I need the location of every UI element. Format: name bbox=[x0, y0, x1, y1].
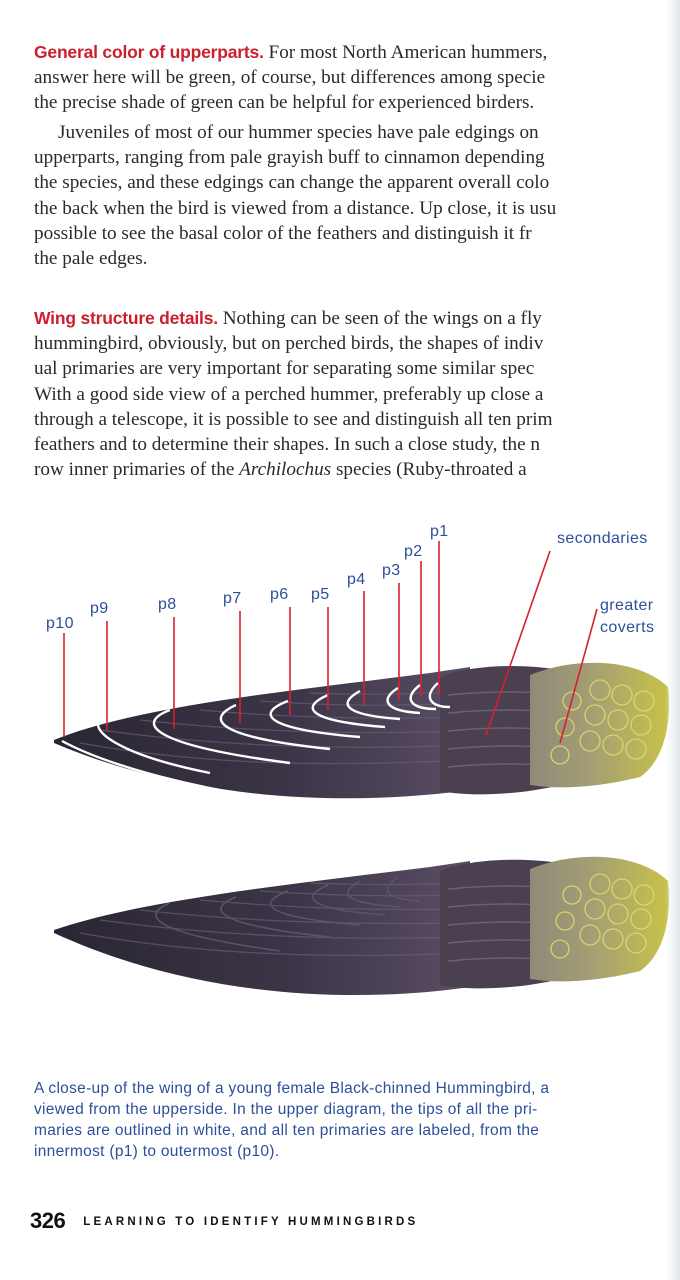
label-p4: p4 bbox=[347, 571, 366, 588]
label-p10: p10 bbox=[46, 615, 74, 632]
lower-wing-feather-tips bbox=[155, 876, 421, 952]
text-line: through a telescope, it is possible to s… bbox=[34, 408, 553, 430]
paragraph-general-color: General color of upperparts. For most No… bbox=[34, 40, 680, 116]
section-heading-wing-structure: Wing structure details. bbox=[34, 308, 218, 328]
text-line: upperparts, ranging from pale grayish bu… bbox=[34, 147, 545, 169]
leader-lines bbox=[63, 541, 598, 744]
lower-wing bbox=[54, 856, 670, 996]
label-p6: p6 bbox=[270, 586, 289, 603]
wing-figure: p10 p9 p8 p7 p6 p5 p4 p3 p2 p1 secondari… bbox=[0, 505, 680, 1065]
text-line: the species, and these edgings can chang… bbox=[34, 172, 550, 194]
text-line: hummingbird, obviously, but on perched b… bbox=[34, 333, 544, 355]
text-line: the back when the bird is viewed from a … bbox=[34, 197, 557, 219]
text-line: With a good side view of a perched humme… bbox=[34, 383, 544, 405]
text-line: feathers and to determine their shapes. … bbox=[34, 433, 540, 455]
text-line: ual primaries are very important for sep… bbox=[34, 358, 535, 380]
leader-line-greater-coverts bbox=[559, 608, 598, 744]
caption-line: A close-up of the wing of a young female… bbox=[34, 1080, 550, 1097]
text-line: row inner primaries of the Archilochus s… bbox=[34, 457, 680, 482]
label-greater-coverts-line2: coverts bbox=[600, 619, 654, 636]
upper-wing bbox=[54, 662, 670, 805]
text-line: Wing structure details. Nothing can be s… bbox=[34, 306, 680, 331]
caption-line: innermost (p1) to outermost (p10). bbox=[34, 1143, 280, 1160]
caption-line: viewed from the upperside. In the upper … bbox=[34, 1101, 538, 1118]
label-greater-coverts-line1: greater bbox=[600, 597, 654, 614]
page-gutter-shadow bbox=[666, 0, 680, 1280]
label-p8: p8 bbox=[158, 596, 177, 613]
label-p7: p7 bbox=[223, 590, 242, 607]
lower-wing-greater-coverts bbox=[530, 856, 670, 982]
text-line: the pale edges. bbox=[34, 247, 148, 269]
upper-wing-covert-scales bbox=[550, 679, 655, 765]
running-head: LEARNING TO IDENTIFY HUMMINGBIRDS bbox=[83, 1216, 419, 1228]
upper-wing-greater-coverts bbox=[530, 662, 670, 788]
section-heading-general-color: General color of upperparts. bbox=[34, 42, 264, 62]
text-line: General color of upperparts. For most No… bbox=[34, 40, 680, 65]
text-line-run: Nothing can be seen of the wings on a fl… bbox=[222, 308, 542, 329]
label-p1: p1 bbox=[430, 523, 449, 540]
lower-wing-covert-scales bbox=[550, 873, 655, 959]
label-p9: p9 bbox=[90, 600, 109, 617]
leader-line-secondaries bbox=[485, 550, 551, 736]
text-line: Juveniles of most of our hummer species … bbox=[58, 122, 539, 143]
text-line: possible to see the basal color of the f… bbox=[34, 222, 532, 244]
lower-wing-feather-shafts bbox=[79, 882, 466, 957]
page-number: 326 bbox=[30, 1208, 66, 1233]
label-p5: p5 bbox=[311, 586, 330, 603]
text-line-run: row inner primaries of the bbox=[34, 459, 240, 481]
caption-line: maries are outlined in white, and all te… bbox=[34, 1122, 540, 1139]
label-p3: p3 bbox=[382, 562, 401, 579]
page-footer: 326 LEARNING TO IDENTIFY HUMMINGBIRDS bbox=[30, 1208, 418, 1234]
text-line-run: For most North American hummers, bbox=[268, 42, 548, 63]
upper-wing-primaries bbox=[54, 667, 470, 799]
genus-name: Archilochus bbox=[239, 459, 332, 481]
text-line: the precise shade of green can be helpfu… bbox=[34, 92, 535, 114]
text-line: answer here will be green, of course, bu… bbox=[34, 67, 546, 89]
feather-labels: p10 p9 p8 p7 p6 p5 p4 p3 p2 p1 secondari… bbox=[46, 523, 654, 636]
text-line-run: species (Ruby-throated a bbox=[331, 459, 527, 481]
label-secondaries: secondaries bbox=[557, 530, 648, 547]
paragraph-juveniles: Juveniles of most of our hummer species … bbox=[34, 120, 680, 271]
wing-diagram: p10 p9 p8 p7 p6 p5 p4 p3 p2 p1 secondari… bbox=[46, 523, 670, 996]
figure-caption: A close-up of the wing of a young female… bbox=[34, 1078, 680, 1162]
primary-tip-outlines bbox=[61, 682, 451, 805]
paragraph-wing-structure: Wing structure details. Nothing can be s… bbox=[34, 306, 680, 482]
label-p2: p2 bbox=[404, 543, 423, 560]
